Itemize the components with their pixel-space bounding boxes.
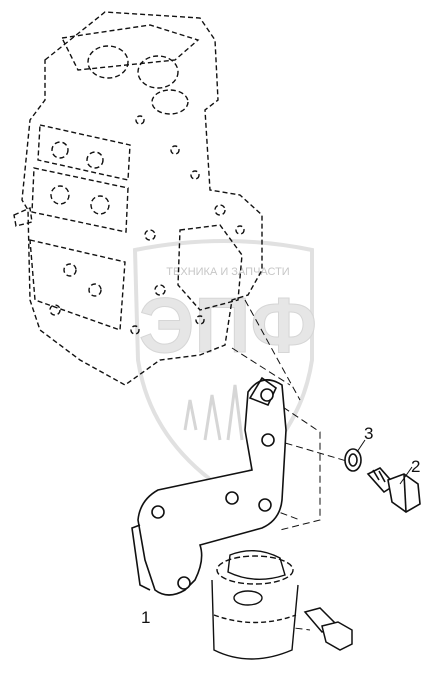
watermark-top-text: ТЕХНИКА И ЗАПЧАСТИ — [166, 266, 289, 278]
watermark-main-text: ЭПФ — [139, 281, 317, 369]
lower-bolt — [303, 607, 353, 651]
washer-part-3 — [344, 448, 362, 472]
callout-1: 1 — [141, 608, 151, 627]
callout-3: 3 — [364, 424, 374, 443]
callout-2: 2 — [411, 457, 421, 476]
leader-lines — [356, 439, 413, 485]
engine-block — [13, 11, 263, 386]
bolt-part-2 — [366, 467, 421, 513]
watermark-logo: ТЕХНИКА И ЗАПЧАСТИ ЭПФ — [132, 239, 318, 493]
bracket-part-1 — [131, 376, 287, 596]
lower-mount — [211, 550, 299, 660]
